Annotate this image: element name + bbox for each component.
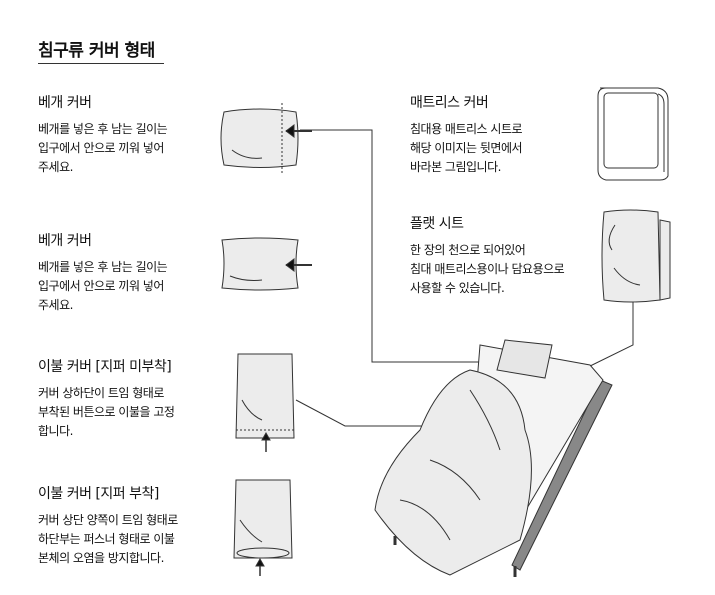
section-duvet-zipper: 이불 커버 [지퍼 부착] 커버 상단 양쪽이 트임 형태로 하단부는 퍼스너 … xyxy=(38,483,178,568)
section-description: 베개를 넣은 후 남는 길이는 입구에서 안으로 끼워 넣어 주세요. xyxy=(38,120,168,177)
desc-line: 합니다. xyxy=(38,424,73,438)
section-duvet-no-zipper: 이불 커버 [지퍼 미부착] 커버 상하단이 트임 형태로 부착된 버튼으로 이… xyxy=(38,356,175,441)
desc-line: 입구에서 안으로 끼워 넣어 xyxy=(38,279,164,293)
section-heading: 베개 커버 xyxy=(38,95,92,111)
desc-line: 해당 이미지는 뒷면에서 xyxy=(410,141,523,155)
section-heading: 매트리스 커버 xyxy=(410,95,489,111)
desc-line: 입구에서 안으로 끼워 넣어 xyxy=(38,141,164,155)
desc-line: 주세요. xyxy=(38,298,73,312)
section-heading: 이불 커버 [지퍼 부착] xyxy=(38,486,159,502)
desc-line: 부착된 버튼으로 이불을 고정 xyxy=(38,405,175,419)
desc-line: 본체의 오염을 방지합니다. xyxy=(38,551,164,565)
section-mattress-cover: 매트리스 커버 침대용 매트리스 시트로 해당 이미지는 뒷면에서 바라본 그림… xyxy=(410,92,523,177)
pillow-cover-illustration-1 xyxy=(220,103,312,173)
section-heading: 이불 커버 [지퍼 미부착] xyxy=(38,359,172,375)
desc-line: 침대용 매트리스 시트로 xyxy=(410,122,523,136)
desc-line: 주세요. xyxy=(38,160,73,174)
mattress-cover-illustration xyxy=(597,87,669,181)
duvet-cover-zipper-illustration xyxy=(233,479,293,576)
desc-line: 베개를 넣은 후 남는 길이는 xyxy=(38,122,168,136)
section-flat-sheet: 플랫 시트 한 장의 천으로 되어있어 침대 매트리스용이나 담요용으로 사용할… xyxy=(410,213,565,298)
title-underline xyxy=(38,63,164,64)
arrow-left-icon xyxy=(285,124,295,138)
arrow-left-icon xyxy=(285,258,295,272)
desc-line: 바라본 그림입니다. xyxy=(410,160,501,174)
pillow-cover-illustration-2 xyxy=(221,237,312,291)
section-description: 베개를 넣은 후 남는 길이는 입구에서 안으로 끼워 넣어 주세요. xyxy=(38,258,168,315)
section-pillow-cover-1: 베개 커버 베개를 넣은 후 남는 길이는 입구에서 안으로 끼워 넣어 주세요… xyxy=(38,92,168,177)
desc-line: 커버 상단 양쪽이 트임 형태로 xyxy=(38,513,178,527)
arrow-up-icon xyxy=(255,557,265,567)
duvet-cover-no-zipper-illustration xyxy=(235,353,295,452)
desc-line: 커버 상하단이 트임 형태로 xyxy=(38,386,164,400)
section-heading: 플랫 시트 xyxy=(410,216,464,232)
section-description: 커버 상하단이 트임 형태로 부착된 버튼으로 이불을 고정 합니다. xyxy=(38,384,175,441)
section-description: 한 장의 천으로 되어있어 침대 매트리스용이나 담요용으로 사용할 수 있습니… xyxy=(410,241,565,298)
section-heading: 베개 커버 xyxy=(38,233,92,249)
desc-line: 한 장의 천으로 되어있어 xyxy=(410,243,526,257)
desc-line: 사용할 수 있습니다. xyxy=(410,281,505,295)
section-description: 커버 상단 양쪽이 트임 형태로 하단부는 퍼스너 형태로 이불 본체의 오염을… xyxy=(38,511,178,568)
section-description: 침대용 매트리스 시트로 해당 이미지는 뒷면에서 바라본 그림입니다. xyxy=(410,120,523,177)
desc-line: 베개를 넣은 후 남는 길이는 xyxy=(38,260,168,274)
arrow-up-icon xyxy=(261,431,271,441)
desc-line: 침대 매트리스용이나 담요용으로 xyxy=(410,262,565,276)
bed-illustration xyxy=(374,339,613,577)
flat-sheet-illustration xyxy=(601,209,671,303)
desc-line: 하단부는 퍼스너 형태로 이불 xyxy=(38,532,175,546)
section-pillow-cover-2: 베개 커버 베개를 넣은 후 남는 길이는 입구에서 안으로 끼워 넣어 주세요… xyxy=(38,230,168,315)
page-title: 침구류 커버 형태 xyxy=(38,41,155,61)
